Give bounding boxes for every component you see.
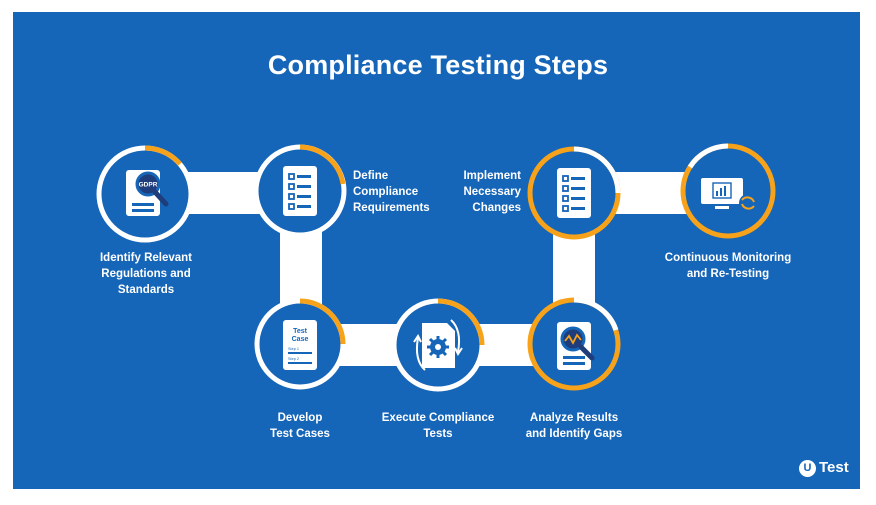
test-case-document-icon: Test Case Step 1 Step 2 (283, 320, 317, 370)
monitor-refresh-icon (701, 178, 757, 212)
doc-title-line-2: Case (292, 336, 309, 343)
brand-logo: U Test (799, 458, 859, 480)
label-identify: Identify Relevant Regulations and Standa… (58, 250, 234, 298)
label-analyze: Analyze Results and Identify Gaps (504, 410, 644, 442)
step-implement (527, 146, 621, 240)
checkbox-list-document-icon (557, 168, 591, 218)
step-identify: GDPR (96, 145, 194, 243)
checklist-document-icon (283, 166, 317, 216)
step-define (253, 144, 347, 238)
analysis-magnifier-document-icon (557, 322, 595, 370)
label-line: and Re-Testing (686, 268, 770, 280)
label-line: Regulations and (101, 268, 191, 280)
page-title: Compliance Testing Steps (267, 50, 609, 80)
diagram-panel (13, 12, 860, 489)
label-define: Define Compliance Requirements (353, 168, 473, 216)
label-line: Test Cases (270, 428, 330, 440)
step-execute (391, 298, 485, 392)
label-line: Identify Relevant (99, 252, 193, 264)
step-analyze (527, 297, 621, 391)
label-line: Requirements (353, 202, 430, 214)
label-line: Necessary (463, 186, 521, 198)
step-continuous (680, 143, 776, 239)
label-line: Tests (423, 428, 453, 440)
label-line: and Identify Gaps (525, 428, 623, 440)
gdpr-document-magnifier-icon: GDPR (126, 170, 169, 216)
label-line: Continuous Monitoring (664, 252, 792, 264)
gear-document-cycle-icon (413, 319, 463, 371)
brand-name: Test (819, 459, 849, 476)
label-line: Execute Compliance (381, 412, 495, 424)
label-line: Changes (472, 202, 521, 214)
step-develop: Test Case Step 1 Step 2 (254, 298, 346, 390)
label-line: Define (353, 170, 389, 182)
label-execute: Execute Compliance Tests (360, 410, 516, 442)
label-line: Compliance (353, 186, 419, 198)
label-line: Standards (117, 284, 175, 296)
brand-mark-icon: U (799, 460, 816, 477)
doc-step-1: Step 1 (288, 347, 299, 351)
label-implement: Implement Necessary Changes (400, 168, 521, 216)
label-line: Analyze Results (529, 412, 619, 424)
label-continuous: Continuous Monitoring and Re-Testing (640, 250, 816, 282)
gdpr-badge: GDPR (139, 182, 158, 189)
doc-title-line-1: Test (293, 328, 308, 335)
label-develop: Develop Test Cases (230, 410, 370, 442)
label-line: Implement (463, 170, 521, 182)
doc-step-2: Step 2 (288, 357, 299, 361)
label-line: Develop (277, 412, 323, 424)
